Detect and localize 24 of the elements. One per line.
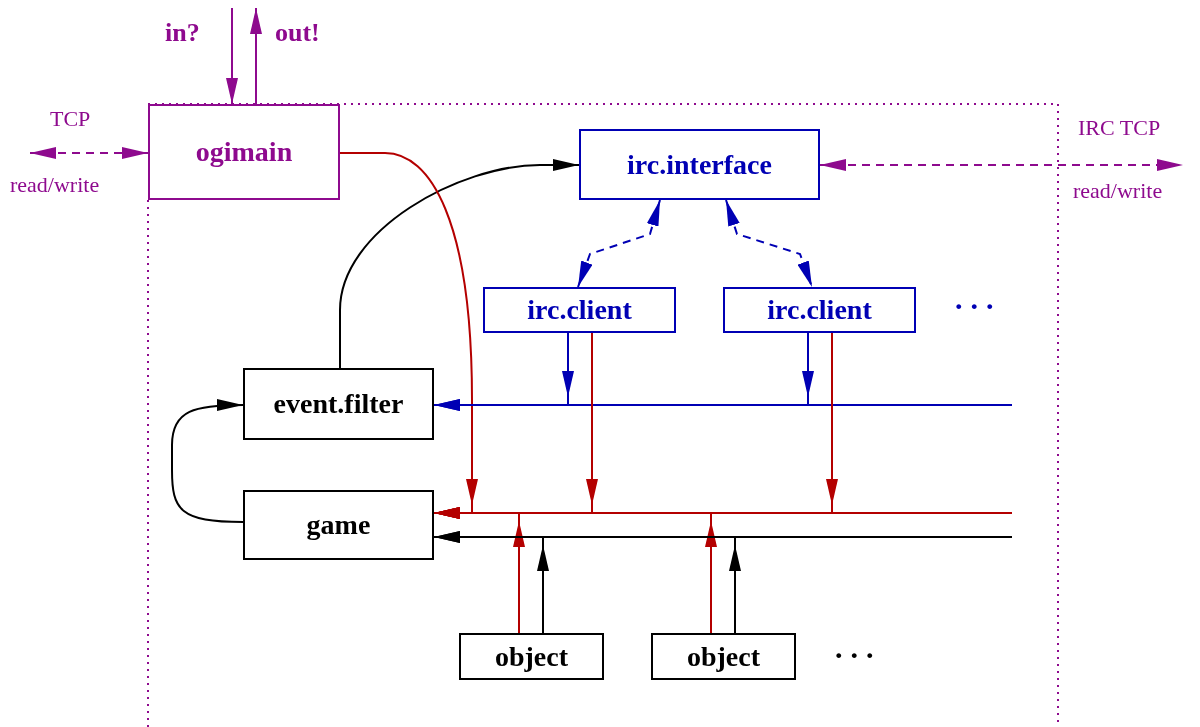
box-label: object <box>494 642 569 671</box>
process-box <box>651 633 796 680</box>
process-box <box>243 490 434 560</box>
note-label: ... <box>955 284 1002 314</box>
note-label: read/write <box>10 174 100 196</box>
box-label: irc.interface <box>627 150 772 179</box>
box-label: object <box>686 642 761 671</box>
note-label: ... <box>835 633 882 663</box>
process-box <box>243 368 434 440</box>
box-label: irc.client <box>767 296 872 324</box>
box-label: ogimain <box>195 138 293 166</box>
process-box <box>723 287 916 333</box>
process-box <box>483 287 676 333</box>
edge-label: in? <box>165 20 200 46</box>
edge-label: TCP <box>50 108 91 130</box>
box-label: event.filter <box>273 390 404 418</box>
box-label: irc.client <box>527 296 632 324</box>
process-box <box>148 104 340 200</box>
note-label: read/write <box>1073 180 1163 202</box>
process-box <box>579 129 820 200</box>
edge-label: out! <box>275 20 320 46</box>
edge-label: IRC TCP <box>1078 117 1161 139</box>
box-label: game <box>306 511 371 539</box>
process-box <box>459 633 604 680</box>
